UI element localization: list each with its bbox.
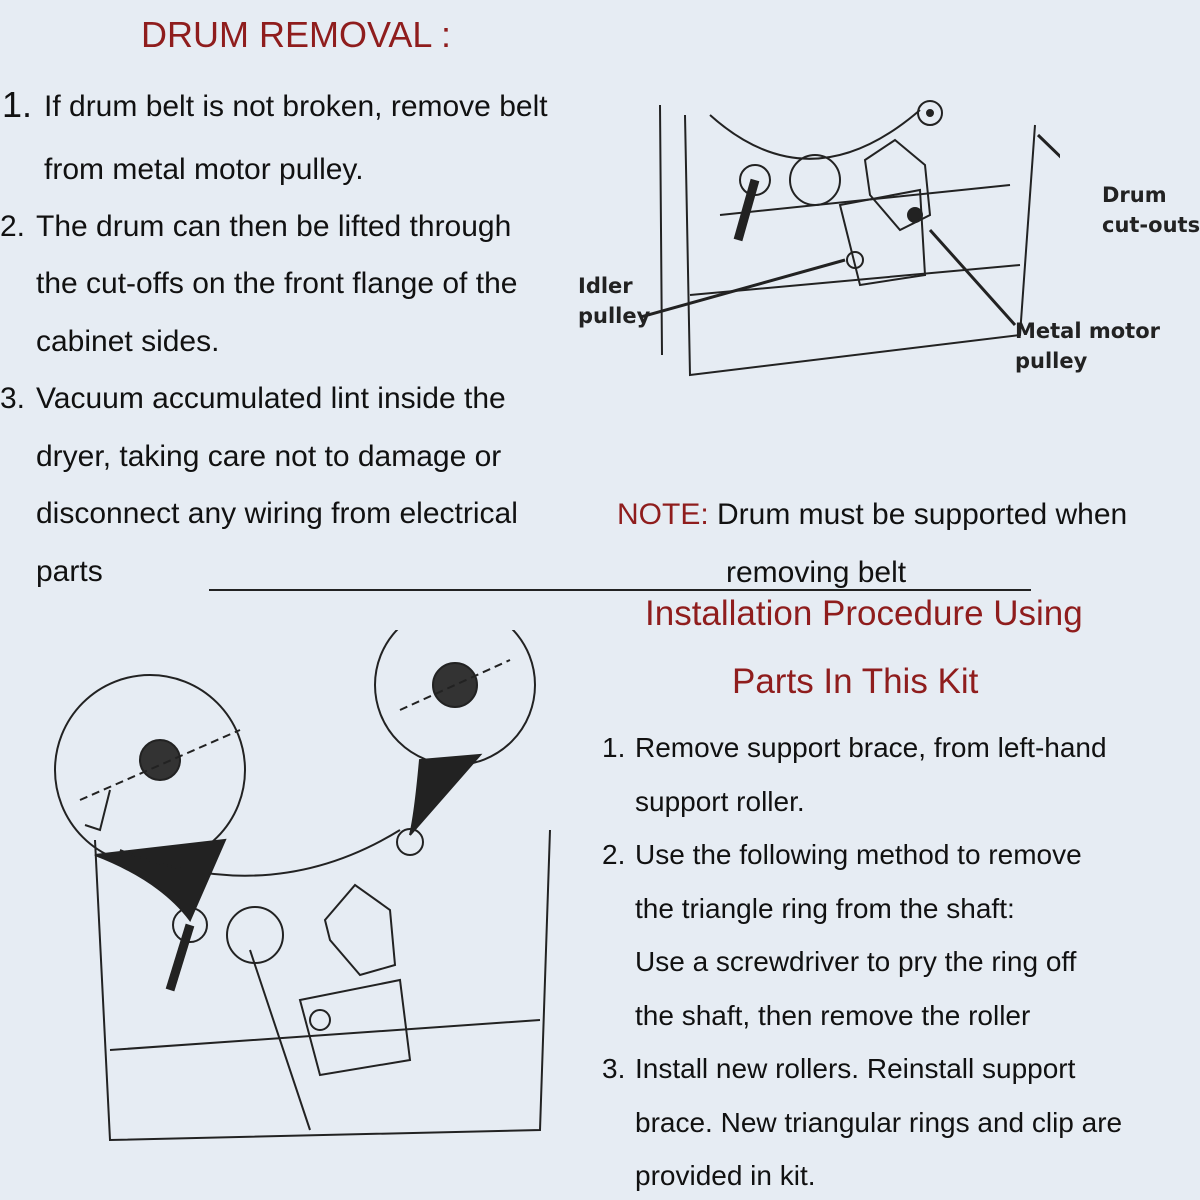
step-text: the triangle ring from the shaft: xyxy=(635,893,1015,924)
drum-removal-title: DRUM REMOVAL : xyxy=(141,14,452,55)
step-number: 2. xyxy=(602,839,626,870)
step-text: from metal motor pulley. xyxy=(44,153,364,186)
step-text: The drum can then be lifted through xyxy=(36,210,512,243)
step-text: dryer, taking care not to damage or xyxy=(36,440,502,473)
installation-title: Parts In This Kit xyxy=(732,662,979,701)
note-label: NOTE: xyxy=(617,498,709,531)
step-text: brace. New triangular rings and clip are xyxy=(635,1107,1123,1138)
step-text: the shaft, then remove the roller xyxy=(635,1000,1031,1031)
step-text: cabinet sides. xyxy=(36,325,220,358)
step-text: Remove support brace, from left-hand xyxy=(635,732,1107,763)
step-text: support roller. xyxy=(635,786,805,817)
step-number: 2. xyxy=(0,210,26,243)
step-number: 1. xyxy=(602,732,626,763)
step-text: the cut-offs on the front flange of the xyxy=(36,267,518,300)
note: NOTE: Drum must be supported when xyxy=(617,498,1128,531)
roller-detail-diagram xyxy=(54,630,551,1142)
step-text: provided in kit. xyxy=(635,1160,816,1191)
step-text: disconnect any wiring from electrical xyxy=(36,497,518,530)
step-text: Use the following method to remove xyxy=(635,839,1082,870)
dryer-cabinet-diagram xyxy=(640,100,1060,377)
note-text: removing belt xyxy=(726,556,907,589)
step-text: parts xyxy=(36,555,103,588)
step-text: Vacuum accumulated lint inside the xyxy=(36,382,506,415)
step-text: Use a screwdriver to pry the ring off xyxy=(635,946,1077,977)
step-number: 3. xyxy=(0,382,26,415)
installation-title: Installation Procedure Using xyxy=(645,594,1083,633)
divider xyxy=(209,589,1031,591)
step-number: 1. xyxy=(2,84,33,125)
step-number: 3. xyxy=(602,1053,626,1084)
step-text: If drum belt is not broken, remove belt xyxy=(44,90,548,123)
step-text: Install new rollers. Reinstall support xyxy=(635,1053,1076,1084)
